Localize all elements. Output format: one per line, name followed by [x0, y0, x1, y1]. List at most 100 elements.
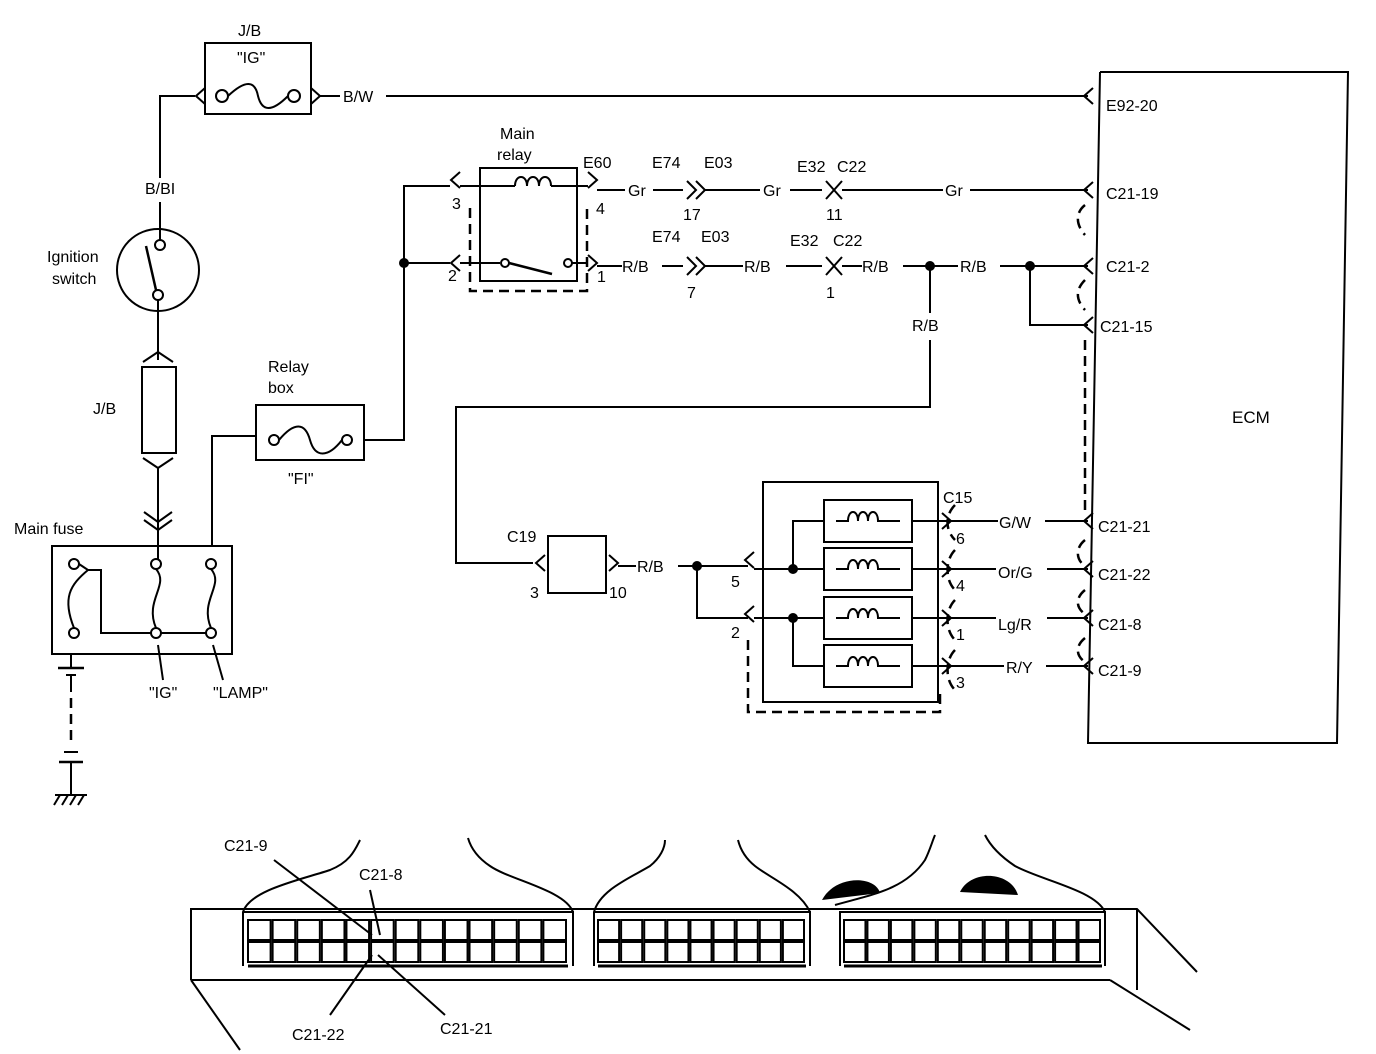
jb-title: J/B	[238, 23, 261, 40]
relay-box-fi-fuse	[255, 404, 365, 461]
connector-pin-cell	[643, 941, 667, 963]
wire-bw: B/W	[343, 89, 374, 106]
c19-connector	[534, 535, 620, 594]
main-fuse-box	[51, 545, 233, 655]
battery-ground	[53, 654, 87, 806]
connector-pin-cell	[320, 919, 346, 941]
connector-pin-cell	[345, 919, 371, 941]
connector-pin-cell	[620, 919, 644, 941]
connector-pin-cell	[394, 941, 420, 963]
conn-e03-b: E03	[701, 229, 730, 246]
wire-rb-1: R/B	[622, 259, 649, 276]
ignition-label-2: switch	[52, 271, 96, 288]
pin-c21-21: C21-21	[1098, 519, 1151, 536]
conn-e03-a: E03	[704, 155, 733, 172]
connector-pin-cell	[712, 919, 736, 941]
conn-e74-b: E74	[652, 229, 681, 246]
connector-pin-cell	[542, 941, 568, 963]
connector-pin-cell	[960, 941, 984, 963]
connector-pin-cell	[296, 941, 321, 963]
c19-pin-10: 10	[609, 585, 627, 602]
connector-pin-cell	[419, 919, 444, 941]
conn-c19: C19	[507, 529, 536, 546]
c19-pin-3: 3	[530, 585, 539, 602]
pin-7: 7	[687, 285, 696, 302]
connector-pin-cell	[666, 919, 690, 941]
wire-bbl: B/BI	[145, 181, 175, 198]
wire-org: Or/G	[998, 565, 1033, 582]
connector-pin-cell	[247, 941, 272, 963]
c15-pin-6: 6	[956, 531, 965, 548]
cv-c21-21: C21-21	[440, 1021, 493, 1038]
connector-pin-cell	[1054, 919, 1078, 941]
pin-c21-22: C21-22	[1098, 567, 1151, 584]
connector-pins	[247, 919, 1102, 968]
connector-pin-cell	[866, 919, 890, 941]
conn-e32-b: E32	[790, 233, 819, 250]
connector-pin-cell	[866, 941, 890, 963]
cv-c21-8: C21-8	[359, 867, 403, 884]
wire-gw: G/W	[999, 515, 1032, 532]
wire-rb-6: R/B	[637, 559, 664, 576]
connector-pin-cell	[758, 941, 782, 963]
pin-c21-15: C21-15	[1100, 319, 1153, 336]
relay-pin-2: 2	[448, 268, 457, 285]
wire-rb-5: R/B	[912, 318, 939, 335]
connector-pin-cell	[1077, 941, 1101, 963]
connector-pin-cell	[370, 941, 395, 963]
connector-pin-cell	[320, 941, 346, 963]
connector-pin-cell	[394, 919, 420, 941]
connector-pin-cell	[735, 941, 759, 963]
wire-gr-3: Gr	[945, 183, 963, 200]
connector-pin-cell	[370, 919, 395, 941]
connector-pin-cell	[468, 941, 494, 963]
main-relay-label-2: relay	[497, 147, 532, 164]
connector-pin-cell	[781, 919, 806, 941]
connector-pin-cell	[443, 919, 469, 941]
main-fuse-lamp: "LAMP"	[213, 685, 268, 702]
connector-pin-cell	[493, 941, 518, 963]
conn-c22-a: C22	[837, 159, 866, 176]
ecm-connector-view	[190, 834, 1198, 1051]
pin-17: 17	[683, 207, 701, 224]
connector-pin-cell	[913, 919, 937, 941]
relay-pin-3: 3	[452, 196, 461, 213]
connector-pin-cell	[517, 919, 543, 941]
relay-pin-4: 4	[596, 201, 605, 218]
connector-pin-cell	[517, 941, 543, 963]
cv-c21-9: C21-9	[224, 838, 268, 855]
connector-pin-cell	[712, 941, 736, 963]
connector-pin-cell	[493, 919, 518, 941]
relay-box-label-1: Relay	[268, 359, 309, 376]
connector-pin-cell	[936, 919, 961, 941]
pin-c21-19: C21-19	[1106, 186, 1159, 203]
connector-pin-cell	[468, 919, 494, 941]
main-fuse-title: Main fuse	[14, 521, 83, 538]
connector-pin-cell	[1007, 941, 1031, 963]
wire-ry: R/Y	[1006, 660, 1033, 677]
main-relay	[449, 167, 599, 293]
jb-fuse-label: "IG"	[237, 50, 265, 67]
jb-mid-connector: J/B	[93, 350, 177, 470]
ignition-label-1: Ignition	[47, 249, 99, 266]
main-relay-label-1: Main	[500, 126, 535, 143]
wire-gr-2: Gr	[763, 183, 781, 200]
jb-mid-label: J/B	[93, 401, 116, 418]
pin-11: 11	[826, 207, 843, 224]
c15-pin-4: 4	[956, 578, 965, 595]
connector-pin-cell	[271, 919, 297, 941]
inj-pin-2: 2	[731, 625, 740, 642]
connector-pin-cell	[1077, 919, 1101, 941]
conn-e74-a: E74	[652, 155, 681, 172]
connector-pin-cell	[271, 941, 297, 963]
connector-pin-cell	[443, 941, 469, 963]
connector-pin-cell	[1030, 941, 1055, 963]
pin-1: 1	[826, 285, 835, 302]
connector-pin-cell	[689, 919, 713, 941]
inj-pin-5: 5	[731, 574, 740, 591]
connector-pin-cell	[689, 941, 713, 963]
connector-pin-cell	[983, 941, 1008, 963]
pin-c21-9: C21-9	[1098, 663, 1142, 680]
connector-pin-cell	[913, 941, 937, 963]
